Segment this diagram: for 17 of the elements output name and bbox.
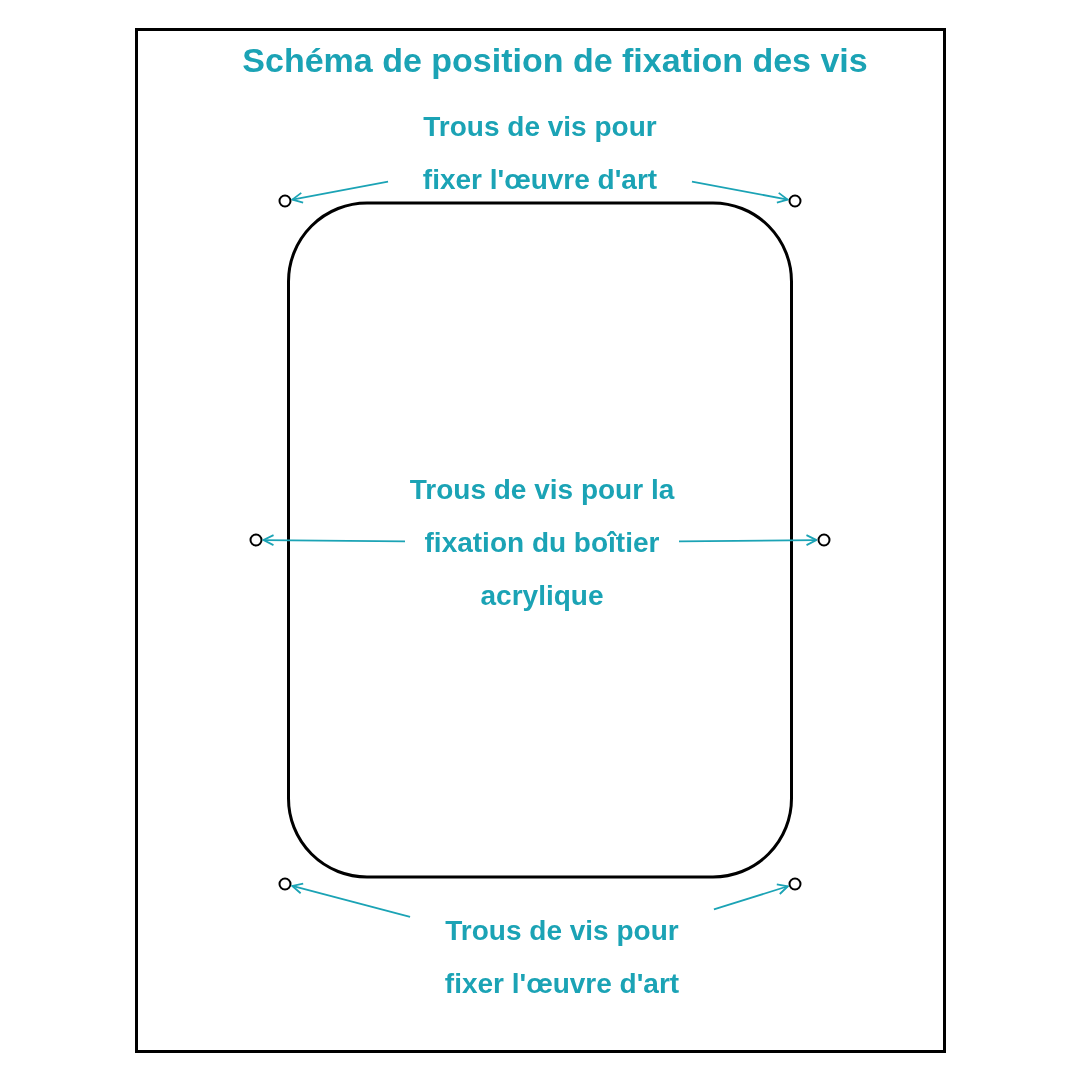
case-outline — [287, 201, 793, 879]
arrow — [678, 534, 818, 547]
screw-hole — [249, 533, 263, 547]
arrow — [291, 882, 411, 918]
screw-hole — [788, 877, 802, 891]
callout-text: Trous de vis pour fixer l'œuvre d'art — [390, 100, 690, 206]
screw-hole — [278, 877, 292, 891]
arrow — [262, 534, 406, 547]
arrow — [691, 180, 789, 204]
arrow — [291, 180, 389, 204]
screw-hole — [788, 194, 802, 208]
diagram-title: Schéma de position de fixation des vis — [241, 40, 869, 81]
callout-text: Trous de vis pour fixer l'œuvre d'art — [412, 904, 712, 1010]
arrow — [713, 883, 789, 911]
screw-hole — [817, 533, 831, 547]
screw-hole — [278, 194, 292, 208]
callout-text: Trous de vis pour la fixation du boîtier acrylique — [407, 463, 677, 622]
